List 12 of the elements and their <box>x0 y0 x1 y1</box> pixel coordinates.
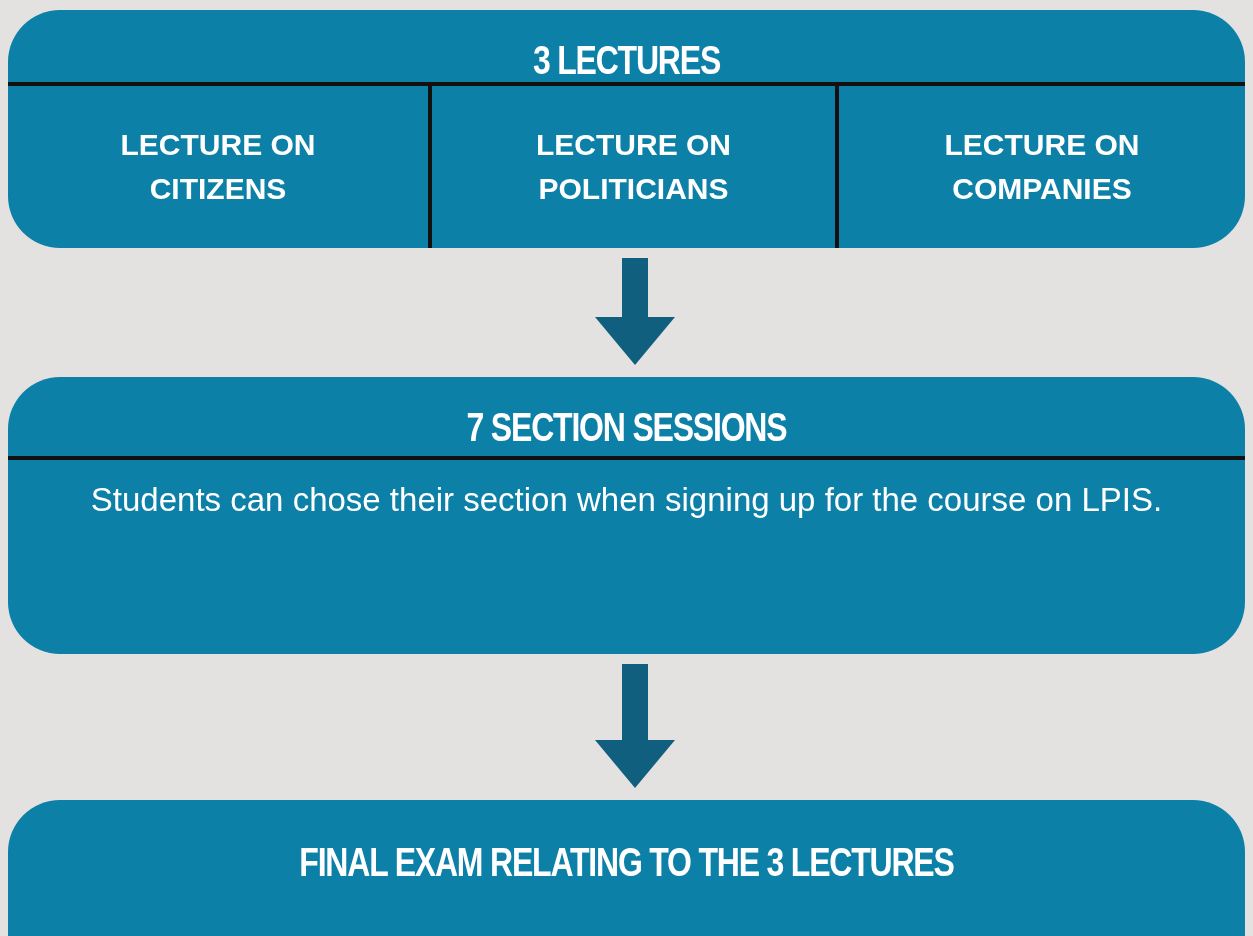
box-heading: 3 LECTURES <box>531 38 722 83</box>
box-heading: 7 SECTION SESSIONS <box>465 405 788 450</box>
process-box <box>8 10 1245 248</box>
process-box <box>8 800 1245 936</box>
lecture-title: LECTURE ON COMPANIES <box>943 127 1141 207</box>
lecture-title: LECTURE ON CITIZENS <box>119 127 317 207</box>
lecture-title: LECTURE ON POLITICIANS <box>535 127 732 207</box>
arrow <box>595 664 675 788</box>
box-text: Students can chose their section when signing up for the course on LPIS. <box>89 480 1164 520</box>
process-box <box>8 377 1245 654</box>
box-heading: FINAL EXAM RELATING TO THE 3 LECTURES <box>298 840 955 885</box>
arrow <box>595 258 675 365</box>
